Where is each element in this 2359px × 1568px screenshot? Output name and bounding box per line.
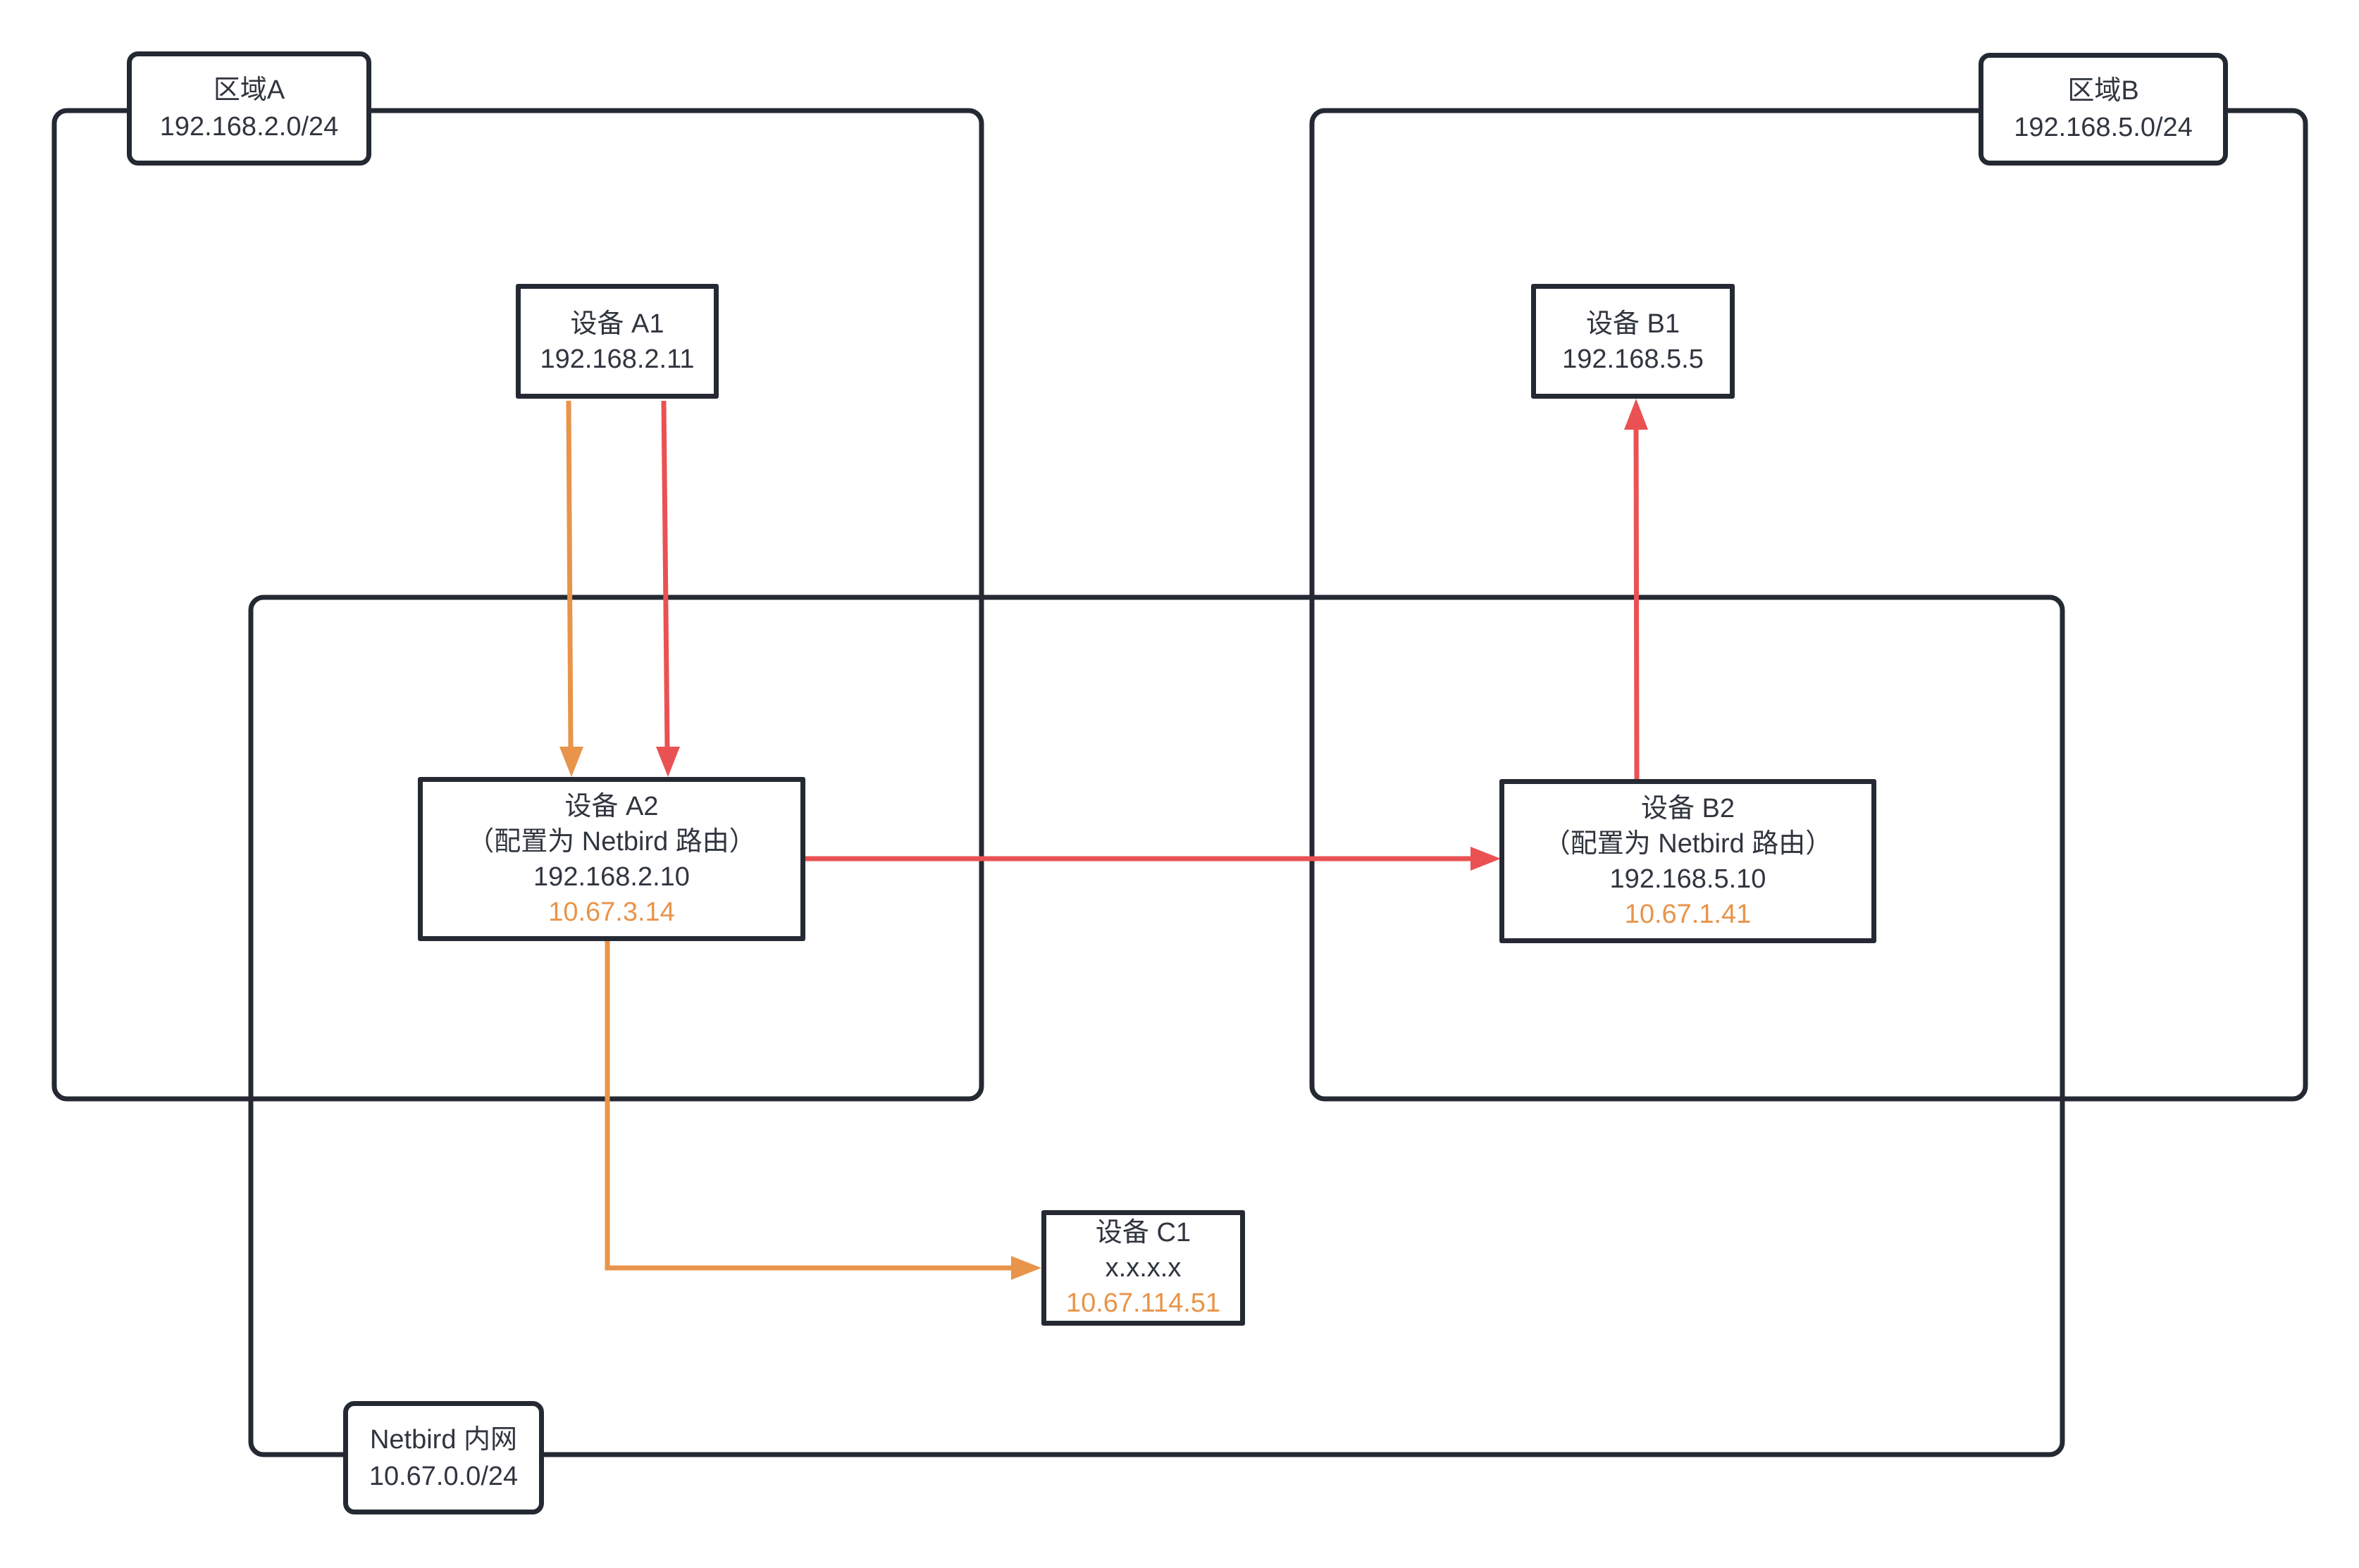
- device-b1-node: 设备 B1 192.168.5.5: [1531, 284, 1735, 399]
- device-a1-node: 设备 A1 192.168.2.11: [516, 284, 719, 399]
- region-a-boundary: [51, 108, 984, 1102]
- device-a2-node: 设备 A2 （配置为 Netbird 路由） 192.168.2.10 10.6…: [418, 777, 805, 941]
- device-b1-name: 设备 B1: [1585, 309, 1680, 339]
- device-a2-ip: 192.168.2.10: [533, 861, 690, 892]
- region-b-title: 区域B: [2067, 76, 2139, 106]
- netbird-network-label: Netbird 内网 10.67.0.0/24: [343, 1401, 544, 1514]
- arrowhead-a1-to-a2-orange: [559, 747, 583, 777]
- region-b-label: 区域B 192.168.5.0/24: [1979, 53, 2228, 166]
- device-a1-ip: 192.168.2.11: [540, 344, 695, 374]
- device-c1-node: 设备 C1 x.x.x.x 10.67.114.51: [1041, 1210, 1245, 1326]
- device-a1-name: 设备 A1: [570, 309, 664, 339]
- arrow-b2-to-b1-red: [1633, 428, 1640, 780]
- device-b2-ip: 192.168.5.10: [1609, 864, 1766, 894]
- region-a-title: 区域A: [213, 75, 285, 105]
- device-a2-name: 设备 A2: [564, 791, 659, 821]
- arrowhead-a1-to-a2-red: [656, 747, 680, 777]
- device-b2-node: 设备 B2 （配置为 Netbird 路由） 192.168.5.10 10.6…: [1499, 779, 1876, 943]
- region-a-label: 区域A 192.168.2.0/24: [127, 51, 371, 166]
- arrow-a2-to-c1-orange: [605, 941, 1013, 1271]
- netbird-subnet: 10.67.0.0/24: [369, 1461, 519, 1491]
- arrowhead-a2-to-c1-orange: [1011, 1256, 1041, 1280]
- device-c1-netbird-ip: 10.67.114.51: [1065, 1288, 1221, 1318]
- device-c1-name: 设备 C1: [1095, 1218, 1191, 1247]
- device-b2-netbird-ip: 10.67.1.41: [1624, 899, 1752, 929]
- arrowhead-b2-to-b1-red: [1624, 399, 1648, 430]
- device-a2-netbird-ip: 10.67.3.14: [548, 897, 675, 927]
- device-c1-ip: x.x.x.x: [1105, 1253, 1182, 1283]
- netbird-network-boundary: [248, 595, 2065, 1457]
- device-b2-name: 设备 B2: [1640, 793, 1735, 823]
- arrow-a1-to-a2-red: [661, 400, 670, 749]
- region-b-subnet: 192.168.5.0/24: [2014, 113, 2193, 142]
- arrow-a1-to-a2-orange: [566, 400, 574, 749]
- arrowhead-a2-to-b2-red: [1470, 847, 1501, 871]
- device-b1-ip: 192.168.5.5: [1562, 344, 1704, 374]
- device-a2-role: （配置为 Netbird 路由）: [467, 826, 756, 857]
- netbird-title: Netbird 内网: [369, 1424, 518, 1455]
- region-a-subnet: 192.168.2.0/24: [159, 112, 339, 142]
- region-b-boundary: [1309, 108, 2308, 1102]
- device-b2-role: （配置为 Netbird 路由）: [1543, 828, 1833, 859]
